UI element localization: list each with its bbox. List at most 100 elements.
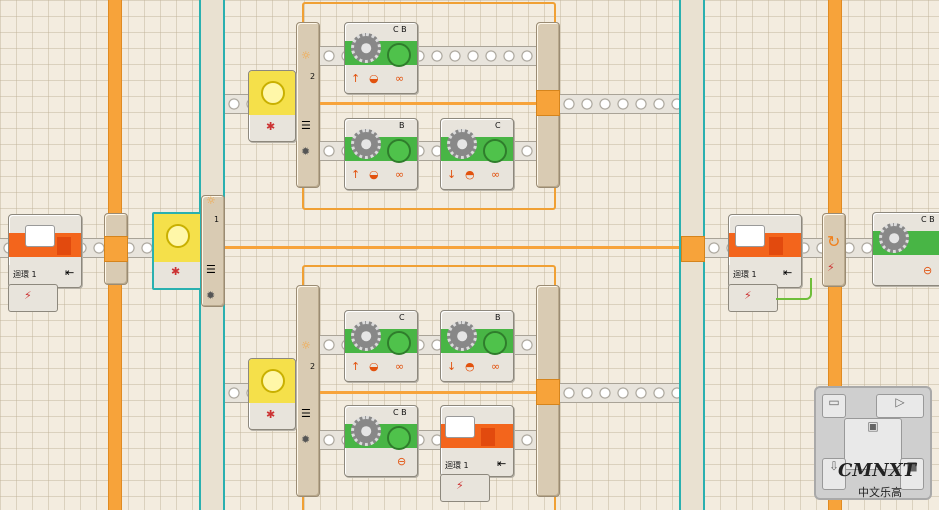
left-wire-beam-2 (120, 238, 155, 258)
light-sensor-icon (166, 224, 190, 248)
lower-switch-post-left (296, 285, 320, 497)
loop-data-hub-right[interactable] (728, 284, 778, 312)
briefcase-icon (735, 225, 765, 247)
power-icon: ◒ (369, 360, 379, 373)
motor-block-upper-c[interactable]: C ↓ ◓ ∞ (440, 118, 514, 190)
motor-ports: C (399, 313, 405, 322)
power-icon: ◒ (369, 72, 379, 85)
gear-icon (879, 223, 909, 253)
upper-enter-beam (225, 94, 250, 114)
download-button[interactable]: ▭ (822, 394, 846, 418)
motor-power-circle (387, 426, 411, 450)
lower-list-icon: ☰ (301, 407, 311, 420)
loop-counter-icon: ⚡ (456, 479, 464, 492)
main-switch-light-icon: ☼ (206, 194, 216, 207)
lower-enter-beam (225, 383, 250, 403)
lower-sensor-block[interactable]: ✱ (248, 358, 296, 430)
upper-switch-value: 2 (310, 72, 316, 81)
loop-data-hub-left[interactable] (8, 284, 58, 312)
motor-ports: B (399, 121, 405, 130)
gear-icon (447, 129, 477, 159)
light-sensor-icon (261, 369, 285, 393)
watermark-brand: CMNXT (838, 460, 917, 481)
stop-icon: ⊖ (397, 455, 407, 468)
lower-branch-frame (302, 265, 556, 510)
lower-dark-icon: ✹ (301, 433, 311, 446)
motor-power-circle (387, 139, 411, 163)
left-junction-beam (104, 236, 128, 262)
upper-merge-beam (536, 90, 560, 116)
main-switch-value: 1 (214, 215, 220, 224)
light-sensor-icon (261, 81, 285, 105)
lower-switch-value: 2 (310, 362, 316, 371)
right-junction (822, 213, 846, 287)
unlimited-duration-icon: ∞ (491, 360, 501, 373)
main-sequence-beam (225, 246, 679, 249)
gear-icon (351, 33, 381, 63)
lower-light-icon: ☼ (301, 339, 311, 352)
upper-dark-icon: ✹ (301, 145, 311, 158)
loop-right-tab (769, 237, 783, 255)
unlimited-duration-icon: ∞ (395, 360, 405, 373)
loop-exit-icon: ⇤ (497, 457, 507, 470)
repeat-icon: ↻ (827, 232, 841, 251)
loop-block-label: 迴環 1 (445, 461, 469, 470)
gear-icon (351, 416, 381, 446)
play-button[interactable]: ▷ (876, 394, 924, 418)
lower-merge-beam (536, 379, 560, 405)
loop-counter-icon: ⚡ (24, 289, 32, 302)
nxt-controller-panel[interactable]: ▭ ▷ ▣ ⇩ ■ (814, 386, 932, 500)
lower-case-divider (320, 391, 536, 394)
loop-block-left[interactable]: 迴環 1 ⇤ (8, 214, 82, 288)
main-sensor-block[interactable]: ✱ (152, 212, 202, 290)
right-junction-beam (681, 236, 705, 262)
motor-ports: C B (393, 25, 407, 34)
upper-switch-post-left (296, 22, 320, 188)
upper-branch-frame (302, 2, 556, 210)
upper-sensor-block[interactable]: ✱ (248, 70, 296, 142)
motor-ports: C B (393, 408, 407, 417)
run-selected-button[interactable]: ▣ (844, 418, 902, 470)
watermark-sub: 中文乐高 (858, 486, 902, 499)
gear-icon (351, 129, 381, 159)
motor-power-circle (483, 331, 507, 355)
loop-break-data-hub[interactable] (440, 474, 490, 502)
direction-forward-icon: ↑ (351, 72, 361, 85)
power-icon: ◓ (465, 360, 475, 373)
loop-block-label: 迴環 1 (13, 270, 37, 279)
loop-counter-icon: ⚡ (744, 289, 752, 302)
loop-block-label: 迴環 1 (733, 270, 757, 279)
motor-power-circle (387, 43, 411, 67)
lower-exit-beam (560, 383, 679, 403)
stop-button[interactable]: ■ (900, 458, 924, 490)
motor-ports: B (495, 313, 501, 322)
motor-block-lower-c[interactable]: C ↑ ◒ ∞ (344, 310, 418, 382)
motor-block-lower-b[interactable]: B ↓ ◓ ∞ (440, 310, 514, 382)
data-wire (776, 278, 812, 300)
gear-icon (351, 321, 381, 351)
loop-exit-icon: ⇤ (65, 266, 75, 279)
motor-ports: C B (921, 215, 935, 224)
upper-list-icon: ☰ (301, 119, 311, 132)
sensor-port-icon: ✱ (266, 408, 276, 421)
unlimited-duration-icon: ∞ (491, 168, 501, 181)
gear-icon (447, 321, 477, 351)
loop-block-right[interactable]: 迴環 1 ⇤ (728, 214, 802, 288)
loop-break-block[interactable]: 迴環 1 ⇤ (440, 405, 514, 477)
loop-condition-icon: ⚡ (827, 261, 835, 274)
unlimited-duration-icon: ∞ (395, 168, 405, 181)
unlimited-duration-icon: ∞ (395, 72, 405, 85)
motor-block-upper-b[interactable]: B ↑ ◒ ∞ (344, 118, 418, 190)
main-switch-list-icon: ☰ (206, 263, 216, 276)
power-icon: ◓ (465, 168, 475, 181)
download-program-button[interactable]: ⇩ (822, 458, 846, 490)
stop-icon: ⊖ (923, 264, 933, 277)
loop-exit-icon: ⇤ (783, 266, 793, 279)
motor-block-lower-cb-stop[interactable]: C B ⊖ (344, 405, 418, 477)
direction-forward-icon: ↑ (351, 168, 361, 181)
main-switch-post (201, 195, 225, 307)
motor-block-upper-cb[interactable]: C B ↑ ◒ ∞ (344, 22, 418, 94)
loop-right-tab (57, 237, 71, 255)
motor-block-right-cb-stop[interactable]: C B ⊖ (872, 212, 939, 286)
